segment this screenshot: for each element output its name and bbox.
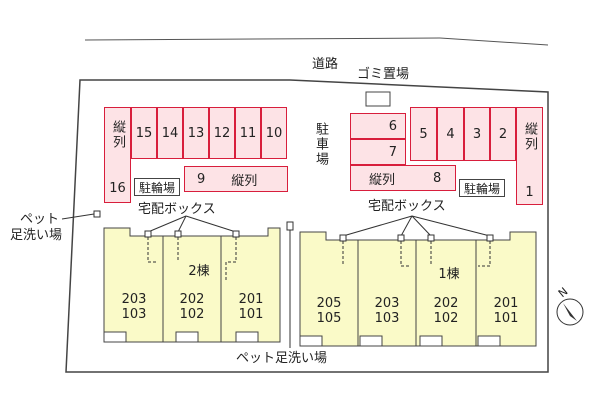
bldg2-entrance	[175, 331, 199, 343]
unit-label: 202 102	[424, 296, 468, 326]
road-edge-right	[439, 37, 549, 46]
parking-slot: 4	[437, 107, 464, 161]
bldg1-entrance	[419, 335, 443, 347]
slot-number: 9	[197, 171, 206, 187]
unit-lower: 102	[433, 311, 459, 326]
tandem-label: 縦列	[369, 172, 396, 188]
road-edge	[84, 37, 441, 41]
pet-wash-left-marker	[93, 210, 101, 218]
dashed-paths	[147, 237, 491, 282]
bldg2-entrance	[103, 331, 127, 343]
road-label: 道路	[312, 57, 339, 72]
trash-area	[365, 91, 391, 107]
parking-slot-9: 9 縦列	[184, 166, 288, 192]
parking-slot: 3	[464, 107, 490, 161]
building-2-name: 2棟	[188, 264, 210, 279]
tandem-label: 縦列	[231, 173, 258, 189]
unit-lower: 102	[179, 307, 205, 322]
pet-wash-left-label-2: 足洗い場	[10, 228, 63, 243]
parking-slot-8: 縦列 8	[350, 165, 456, 191]
unit-lower: 103	[121, 307, 147, 322]
tandem-label: 縦列	[110, 120, 125, 150]
parking-slot: 5	[410, 107, 437, 161]
slot-number: 8	[433, 170, 442, 186]
unit-label: 203 103	[112, 292, 156, 322]
bldg1-entrance	[477, 335, 501, 347]
pet-wash-left-label-1: ペット	[20, 212, 60, 227]
unit-upper: 201	[238, 292, 264, 307]
unit-upper: 201	[493, 296, 519, 311]
unit-label: 201 101	[229, 292, 273, 322]
pet-wash-center-marker	[286, 221, 294, 231]
unit-upper: 203	[121, 292, 147, 307]
delivery-box-label-left: 宅配ボックス	[138, 202, 216, 217]
trash-area-label: ゴミ置場	[357, 67, 410, 82]
parking-label: 駐車場	[313, 122, 328, 167]
pet-wash-center-label: ペット足洗い場	[236, 351, 328, 366]
parking-slot: 7	[350, 139, 406, 165]
unit-label: 202 102	[170, 292, 214, 322]
parking-slot: 6	[350, 113, 406, 139]
tandem-label: 縦列	[522, 122, 537, 152]
unit-upper: 203	[374, 296, 400, 311]
delivery-box-label-right: 宅配ボックス	[368, 199, 446, 214]
bldg1-entrance	[359, 335, 383, 347]
parking-slot: 10	[261, 107, 287, 159]
parking-slot-tandem-left: 縦列 16	[104, 107, 131, 203]
delivery-box-leaders-right	[342, 215, 491, 237]
unit-lower: 105	[316, 311, 342, 326]
compass-icon	[556, 298, 584, 326]
building-1-name: 1棟	[438, 267, 460, 282]
unit-label: 203 103	[365, 296, 409, 326]
unit-label: 201 101	[484, 296, 528, 326]
parking-slot-tandem-right: 縦列 1	[516, 107, 543, 205]
unit-upper: 202	[179, 292, 205, 307]
parking-slot: 15	[131, 107, 157, 159]
delivery-box-leaders-left	[147, 215, 237, 233]
parking-slot: 13	[183, 107, 209, 159]
unit-label: 205 105	[307, 296, 351, 326]
pet-wash-leader	[61, 213, 95, 220]
building-2-outline	[103, 227, 281, 343]
unit-lower: 101	[238, 307, 264, 322]
unit-upper: 202	[433, 296, 459, 311]
parking-slot: 2	[490, 107, 516, 161]
parking-slot: 11	[235, 107, 261, 159]
bicycle-parking-left: 駐輪場	[134, 178, 180, 196]
building-1-outline	[299, 231, 537, 347]
slot-number: 16	[109, 181, 126, 196]
unit-upper: 205	[316, 296, 342, 311]
bldg1-entrance	[299, 335, 323, 347]
slot-number: 1	[525, 185, 534, 200]
bicycle-parking-right: 駐輪場	[459, 179, 505, 197]
unit-lower: 101	[493, 311, 519, 326]
unit-lower: 103	[374, 311, 400, 326]
bldg2-entrance	[235, 331, 259, 343]
parking-slot: 12	[209, 107, 235, 159]
parking-slot: 14	[157, 107, 183, 159]
